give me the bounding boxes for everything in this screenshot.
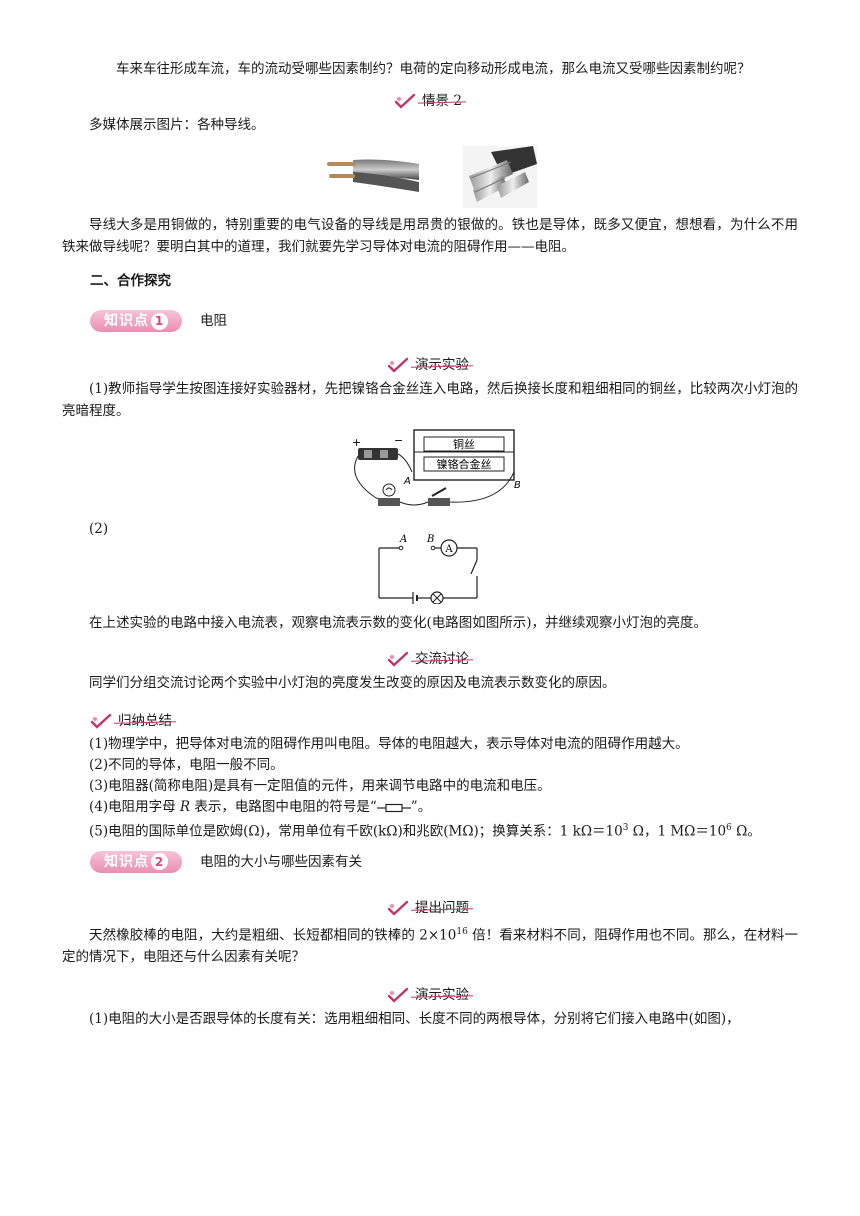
kp1-demo-tag: 演示实验 — [62, 352, 798, 378]
kp2-badge: 知识点 2 — [90, 850, 182, 873]
summary-item-5-b: Ω，1 MΩ＝10 — [628, 823, 727, 840]
circuit-point-b: B — [426, 534, 434, 545]
wire-photo-1 — [327, 159, 419, 192]
summary-list: (1)物理学中，把导体对电流的阻碍作用叫电阻。导体的电阻越大，表示导体对电流的阻… — [62, 734, 798, 843]
kp1-badge-text: 知识点 — [104, 313, 149, 329]
summary-item-1: (1)物理学中，把导体对电流的阻碍作用叫电阻。导体的电阻越大，表示导体对电流的阻… — [89, 736, 689, 752]
question-text: 天然橡胶棒的电阻，大约是粗细、长短都相同的铁棒的 2×1016 倍！看来材料不同… — [62, 921, 798, 969]
resistor-symbol-icon — [376, 803, 411, 812]
kilo-exponent: 3 — [622, 823, 629, 833]
kp1-demo-text: (1)教师指导学生按图连接好实验器材，先把镍铬合金丝连入电路，然后换接长度和粗细… — [62, 381, 798, 419]
scene2-text: 多媒体展示图片：各种导线。 — [89, 117, 265, 133]
kp1-number: 1 — [151, 312, 168, 330]
battery-plus: + — [352, 436, 361, 449]
scene2-paragraph: 导线大多是用铜做的，特别重要的电气设备的导线是用昂贵的银做的。铁也是导体，既多又… — [62, 217, 798, 255]
kp2-demo-label: 演示实验 — [411, 984, 473, 1006]
summary-item-4-b: 表示，电路图中电阻的符号是“ — [190, 799, 377, 815]
section2-title: 二、合作探究 — [90, 273, 171, 289]
knowledge-point-1: 知识点 1 电阻 — [90, 306, 798, 336]
question-tag: 提出问题 — [62, 895, 798, 921]
kp1-demo-label: 演示实验 — [411, 354, 473, 376]
kp2-number: 2 — [151, 853, 168, 870]
battery-minus: − — [394, 434, 403, 447]
pen-check-icon — [387, 987, 409, 1003]
pen-check-icon — [387, 900, 409, 916]
discuss-tag: 交流讨论 — [62, 646, 798, 672]
pen-check-icon — [394, 93, 416, 109]
summary-label: 归纳总结 — [114, 710, 176, 732]
point-b-label: B — [514, 480, 520, 491]
summary-item-4-c: ”。 — [410, 799, 432, 815]
copper-wire-label: 铜丝 — [453, 437, 475, 451]
circuit-diagram: A B A — [378, 534, 478, 604]
summary-tag: 归纳总结 — [90, 708, 798, 734]
knowledge-point-2: 知识点 2 电阻的大小与哪些因素有关 — [90, 847, 798, 877]
question-text-b: 倍！看来材料不同，阻碍作用也不同。那么，在材料一定的情况下，电阻还与什么因素有关… — [62, 927, 799, 965]
pen-check-icon — [387, 651, 409, 667]
pen-check-icon — [90, 713, 112, 729]
kp2-demo-tag: 演示实验 — [62, 982, 798, 1008]
summary-item-2: (2)不同的导体，电阻一般不同。 — [89, 757, 284, 773]
mega-exponent: 6 — [726, 823, 732, 833]
kp2-badge-text: 知识点 — [104, 853, 149, 870]
summary-item-5: (5)电阻的国际单位是欧姆(Ω)，常用单位有千欧(kΩ)和兆欧(MΩ)；换算关系… — [62, 818, 798, 843]
question-exponent: 16 — [456, 926, 468, 937]
summary-item-4-a: (4)电阻用字母 — [89, 799, 180, 815]
document-page: 车来车往形成车流，车的流动受哪些因素制约？电荷的定向移动形成电流，那么电流又受哪… — [62, 58, 798, 1030]
summary-item-4: (4)电阻用字母 R 表示，电路图中电阻的符号是“ ”。 — [62, 797, 798, 818]
kp1-badge: 知识点 1 — [90, 310, 182, 332]
kp1-title: 电阻 — [200, 313, 227, 329]
summary-item-3: (3)电阻器(简称电阻)是具有一定阻值的元件，用来调节电路中的电流和电压。 — [89, 778, 551, 794]
discuss-text: 同学们分组交流讨论两个实验中小灯泡的亮度发生改变的原因及电流表示数变化的原因。 — [89, 675, 616, 691]
resistance-symbol-letter: R — [179, 799, 191, 815]
experiment-setup-figure: + − 铜丝 镍铬合金丝 A B — [62, 428, 798, 514]
circuit-point-a: A — [399, 534, 407, 545]
kp2-title: 电阻的大小与哪些因素有关 — [200, 853, 362, 870]
scene2-label: 情景 2 — [418, 90, 466, 112]
question-label: 提出问题 — [411, 897, 473, 919]
kp1-step2: (2) — [89, 521, 109, 537]
summary-item-5-a: (5)电阻的国际单位是欧姆(Ω)，常用单位有千欧(kΩ)和兆欧(MΩ)；换算关系… — [89, 823, 623, 840]
experiment-setup-diagram: + − 铜丝 镍铬合金丝 A B — [352, 429, 520, 506]
scene2-tag: 情景 2 — [62, 88, 798, 114]
discuss-label: 交流讨论 — [411, 648, 473, 670]
kp2-demo-text: (1)电阻的大小是否跟导体的长度有关：选用粗细相同、长度不同的两根导体，分别将它… — [89, 1011, 740, 1027]
nichrome-wire-label: 镍铬合金丝 — [437, 457, 492, 471]
point-a-label: A — [403, 476, 411, 487]
circuit-diagram-figure: A B A — [62, 534, 798, 604]
ammeter-label: A — [444, 544, 453, 555]
pen-check-icon — [387, 357, 409, 373]
wire-photos — [62, 146, 798, 208]
intro-paragraph: 车来车往形成车流，车的流动受哪些因素制约？电荷的定向移动形成电流，那么电流又受哪… — [116, 61, 751, 77]
question-text-a: 天然橡胶棒的电阻，大约是粗细、长短都相同的铁棒的 2×10 — [89, 927, 457, 943]
summary-item-5-c: Ω。 — [731, 823, 761, 840]
wire-photo-2 — [463, 146, 537, 208]
kp1-step2-text: 在上述实验的电路中接入电流表，观察电流表示数的变化(电路图如图所示)，并继续观察… — [89, 615, 708, 631]
